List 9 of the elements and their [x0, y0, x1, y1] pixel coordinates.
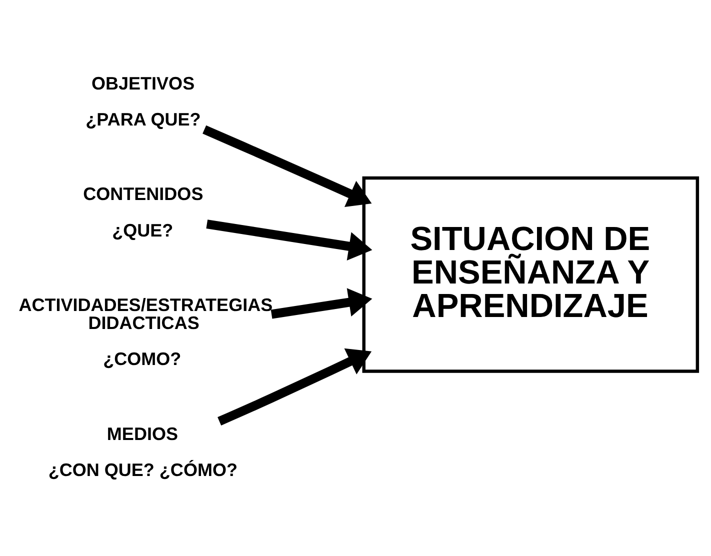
node-text: CONTENIDOS ¿QUE?	[83, 184, 204, 240]
node-text: ACTIVIDADES/ESTRATEGIAS DIDACTICAS ¿COMO?	[18, 294, 273, 369]
node-box: SITUACION DE ENSEÑANZA Y APRENDIZAJE	[362, 176, 700, 372]
node-text: MEDIOS ¿CON QUE? ¿CÓMO?	[48, 423, 238, 480]
arrow	[270, 288, 372, 318]
arrow	[202, 124, 372, 207]
arrow	[218, 348, 372, 425]
arrow	[206, 219, 372, 260]
node-text: OBJETIVOS ¿PARA QUE?	[86, 72, 201, 129]
